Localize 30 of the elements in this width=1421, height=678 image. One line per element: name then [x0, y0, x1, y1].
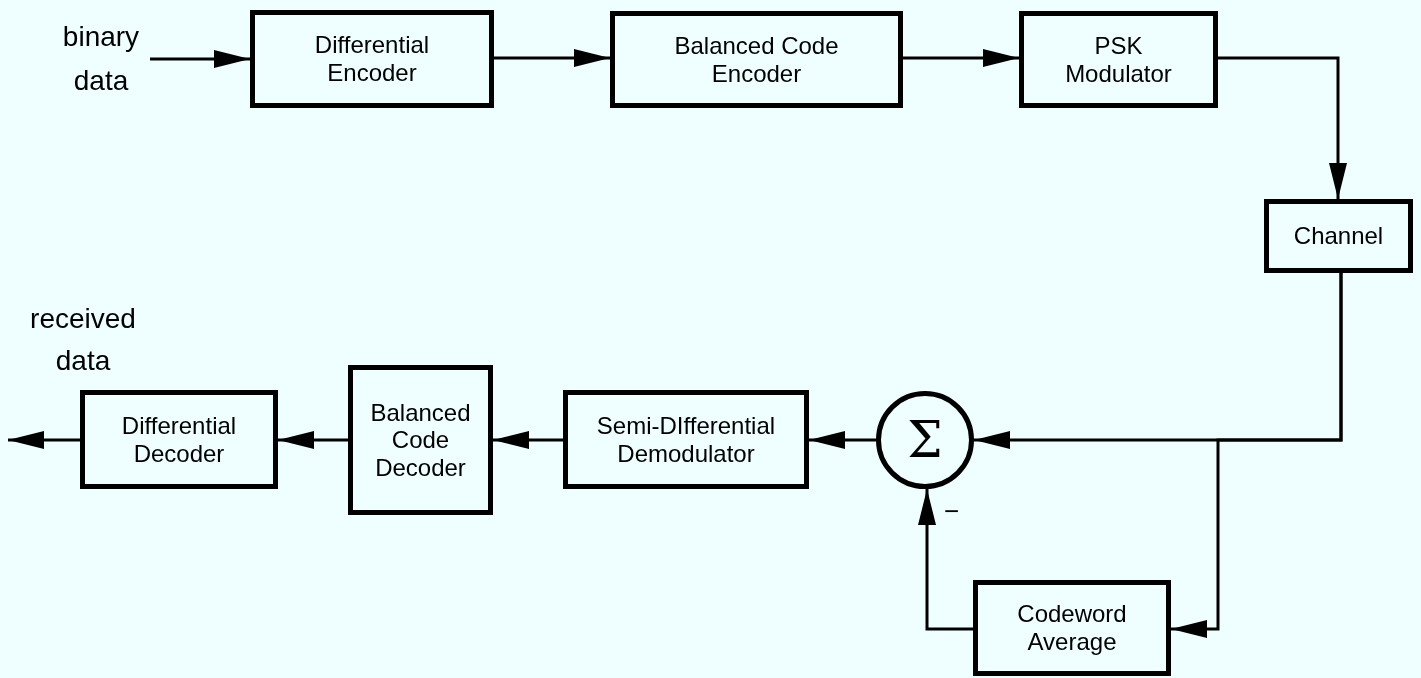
process-box — [348, 365, 493, 515]
arrow — [150, 50, 250, 68]
block-label: Balanced Code Decoder — [369, 398, 472, 482]
arrow — [494, 49, 610, 67]
process-box — [973, 580, 1171, 676]
block-label: Semi-DIfferential Demodulator — [595, 411, 777, 468]
sigma-symbol: Σ — [907, 415, 943, 465]
block-label: PSK Modulator — [1064, 31, 1173, 88]
block-label: Channel — [1293, 222, 1384, 250]
output-text: received data — [29, 302, 137, 378]
process-box — [80, 390, 278, 489]
arrow — [1171, 273, 1343, 638]
block-label: Differential Decoder — [120, 411, 238, 468]
process-box — [610, 11, 903, 108]
process-box — [1264, 199, 1413, 273]
arrow — [903, 49, 1019, 67]
process-box — [563, 390, 809, 489]
arrow — [918, 488, 973, 631]
minus-sign: − — [944, 498, 961, 524]
process-box — [1019, 11, 1218, 108]
block-label: Differential Encoder — [313, 31, 431, 87]
block-label: binary data — [61, 20, 141, 98]
arrow — [278, 431, 348, 449]
arrow — [1218, 56, 1347, 199]
block-label: Balanced Code Encoder — [673, 31, 840, 88]
arrow — [493, 431, 563, 449]
arrow — [809, 431, 876, 449]
process-box — [250, 10, 494, 108]
arrow — [8, 431, 80, 449]
block-label: Codeword Average — [1016, 600, 1128, 656]
